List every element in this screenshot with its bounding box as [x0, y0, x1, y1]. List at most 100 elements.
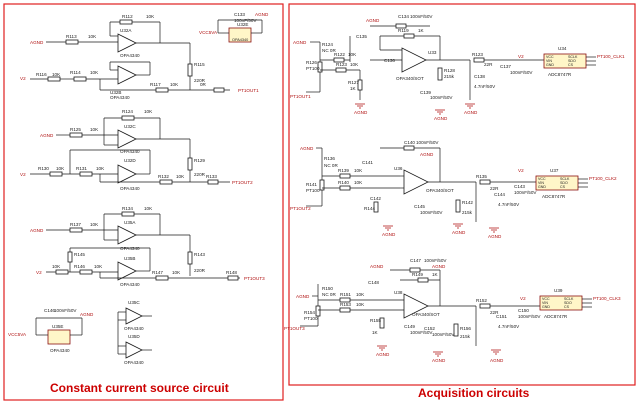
svg-text:R149: R149	[412, 272, 423, 277]
svg-text:10K: 10K	[354, 168, 363, 173]
svg-text:10K: 10K	[172, 270, 181, 275]
svg-text:R124: R124	[122, 109, 133, 114]
right-section-title: Acquisition circuits	[418, 386, 530, 400]
svg-text:R150: R150	[322, 286, 333, 291]
svg-text:220R: 220R	[194, 78, 206, 83]
svg-text:22R: 22R	[484, 62, 493, 67]
opamp-u35b	[117, 261, 137, 281]
svg-text:R122: R122	[334, 52, 345, 57]
svg-text:AGND: AGND	[488, 234, 502, 239]
svg-text:U35D: U35D	[128, 334, 140, 339]
svg-text:10K: 10K	[170, 82, 179, 87]
svg-text:V2: V2	[20, 76, 26, 81]
svg-text:R126: R126	[306, 60, 317, 65]
svg-text:AGND: AGND	[434, 116, 448, 121]
svg-text:SCLK: SCLK	[568, 55, 578, 59]
svg-text:OPA340/SOT: OPA340/SOT	[396, 76, 424, 81]
acq-channel-3: AGND R150 NC 0R R154 PT100 PT1OUT3 R151 …	[284, 258, 621, 363]
svg-text:R128: R128	[444, 68, 455, 73]
svg-text:SCLK: SCLK	[560, 177, 570, 181]
svg-text:OPA4340: OPA4340	[124, 360, 144, 365]
svg-text:C148: C148	[368, 280, 379, 285]
svg-text:AGND: AGND	[30, 228, 44, 233]
svg-text:AGND: AGND	[376, 352, 390, 357]
svg-text:C138: C138	[474, 74, 485, 79]
spare-opamps: U35C OPA4340 U35D OPA4340	[117, 300, 152, 365]
svg-text:PT1OUT2: PT1OUT2	[290, 206, 311, 211]
svg-text:R112: R112	[122, 14, 133, 19]
svg-text:U35E: U35E	[52, 324, 64, 329]
svg-text:1K: 1K	[418, 28, 425, 33]
svg-text:C152: C152	[424, 326, 435, 331]
svg-text:C139: C139	[420, 90, 431, 95]
svg-text:ADC8747R: ADC8747R	[548, 72, 572, 77]
svg-text:R115: R115	[194, 62, 205, 67]
svg-text:R136: R136	[324, 156, 335, 161]
svg-text:U37: U37	[550, 168, 559, 173]
svg-text:AGND: AGND	[30, 40, 44, 45]
svg-text:PT100_CLK3: PT100_CLK3	[593, 296, 621, 301]
svg-text:R146: R146	[74, 264, 85, 269]
svg-text:100nF/50V: 100nF/50V	[518, 314, 541, 319]
svg-text:C147: C147	[410, 258, 421, 263]
svg-text:C141: C141	[362, 160, 373, 165]
svg-text:V2: V2	[518, 168, 524, 173]
svg-text:PT100: PT100	[306, 66, 320, 71]
svg-text:AGND: AGND	[300, 146, 314, 151]
svg-text:10K: 10K	[144, 109, 153, 114]
svg-text:100nF/50V: 100nF/50V	[54, 308, 77, 313]
svg-text:100nF/50V: 100nF/50V	[234, 18, 257, 23]
svg-text:C133: C133	[234, 12, 245, 17]
svg-text:AGND: AGND	[490, 358, 504, 363]
svg-text:R119: R119	[398, 28, 409, 33]
opamp-u32d	[117, 164, 137, 184]
svg-text:R137: R137	[70, 222, 81, 227]
svg-text:OPA4340: OPA4340	[50, 348, 70, 353]
svg-text:100nF/50V: 100nF/50V	[510, 70, 533, 75]
svg-text:C145: C145	[414, 204, 425, 209]
svg-text:R130: R130	[38, 166, 49, 171]
right-section-box	[288, 3, 636, 386]
svg-text:GND: GND	[538, 185, 546, 189]
svg-text:22R: 22R	[490, 310, 499, 315]
svg-text:R132: R132	[158, 174, 169, 179]
svg-text:GND: GND	[546, 63, 554, 67]
svg-text:4.7nF/50V: 4.7nF/50V	[498, 202, 520, 207]
svg-text:SDO: SDO	[564, 301, 572, 305]
svg-text:U32C: U32C	[124, 124, 136, 129]
svg-text:10K: 10K	[52, 72, 61, 77]
ref-chip-top: U32E C133 100nF/50V OPA4340 VCC5VA AGND	[199, 12, 269, 43]
svg-text:100nF/50V: 100nF/50V	[410, 14, 433, 19]
svg-text:100nF/50V: 100nF/50V	[514, 190, 537, 195]
svg-text:R141: R141	[306, 182, 317, 187]
opamp-u35a	[117, 225, 137, 245]
svg-text:10K: 10K	[356, 302, 365, 307]
svg-text:R148: R148	[226, 270, 237, 275]
svg-text:C136: C136	[384, 58, 395, 63]
svg-text:R154: R154	[304, 310, 315, 315]
svg-text:OPA4340: OPA4340	[120, 186, 140, 191]
svg-text:R123: R123	[472, 52, 483, 57]
svg-text:10K: 10K	[94, 264, 103, 269]
svg-text:NC 0R: NC 0R	[324, 163, 338, 168]
svg-text:R123: R123	[336, 62, 347, 67]
svg-text:AGND: AGND	[296, 294, 310, 299]
svg-text:NC 0R: NC 0R	[322, 292, 336, 297]
svg-text:AGND: AGND	[255, 12, 269, 17]
svg-text:R134: R134	[122, 206, 133, 211]
svg-text:R117: R117	[150, 82, 161, 87]
svg-text:100nF/50V: 100nF/50V	[416, 140, 439, 145]
svg-text:0R: 0R	[200, 82, 207, 87]
svg-text:U32A: U32A	[120, 28, 132, 33]
svg-text:AGND: AGND	[80, 312, 94, 317]
opamp-u32c	[117, 129, 137, 149]
svg-text:OPA4340: OPA4340	[120, 246, 140, 251]
svg-text:C150: C150	[518, 308, 529, 313]
svg-text:OPA4340: OPA4340	[110, 95, 130, 100]
svg-text:PT100: PT100	[306, 188, 320, 193]
svg-text:AGND: AGND	[293, 40, 307, 45]
svg-text:R124: R124	[322, 42, 333, 47]
svg-text:CS: CS	[564, 305, 570, 309]
opamp-u38	[403, 293, 429, 319]
svg-text:VCC: VCC	[546, 55, 554, 59]
